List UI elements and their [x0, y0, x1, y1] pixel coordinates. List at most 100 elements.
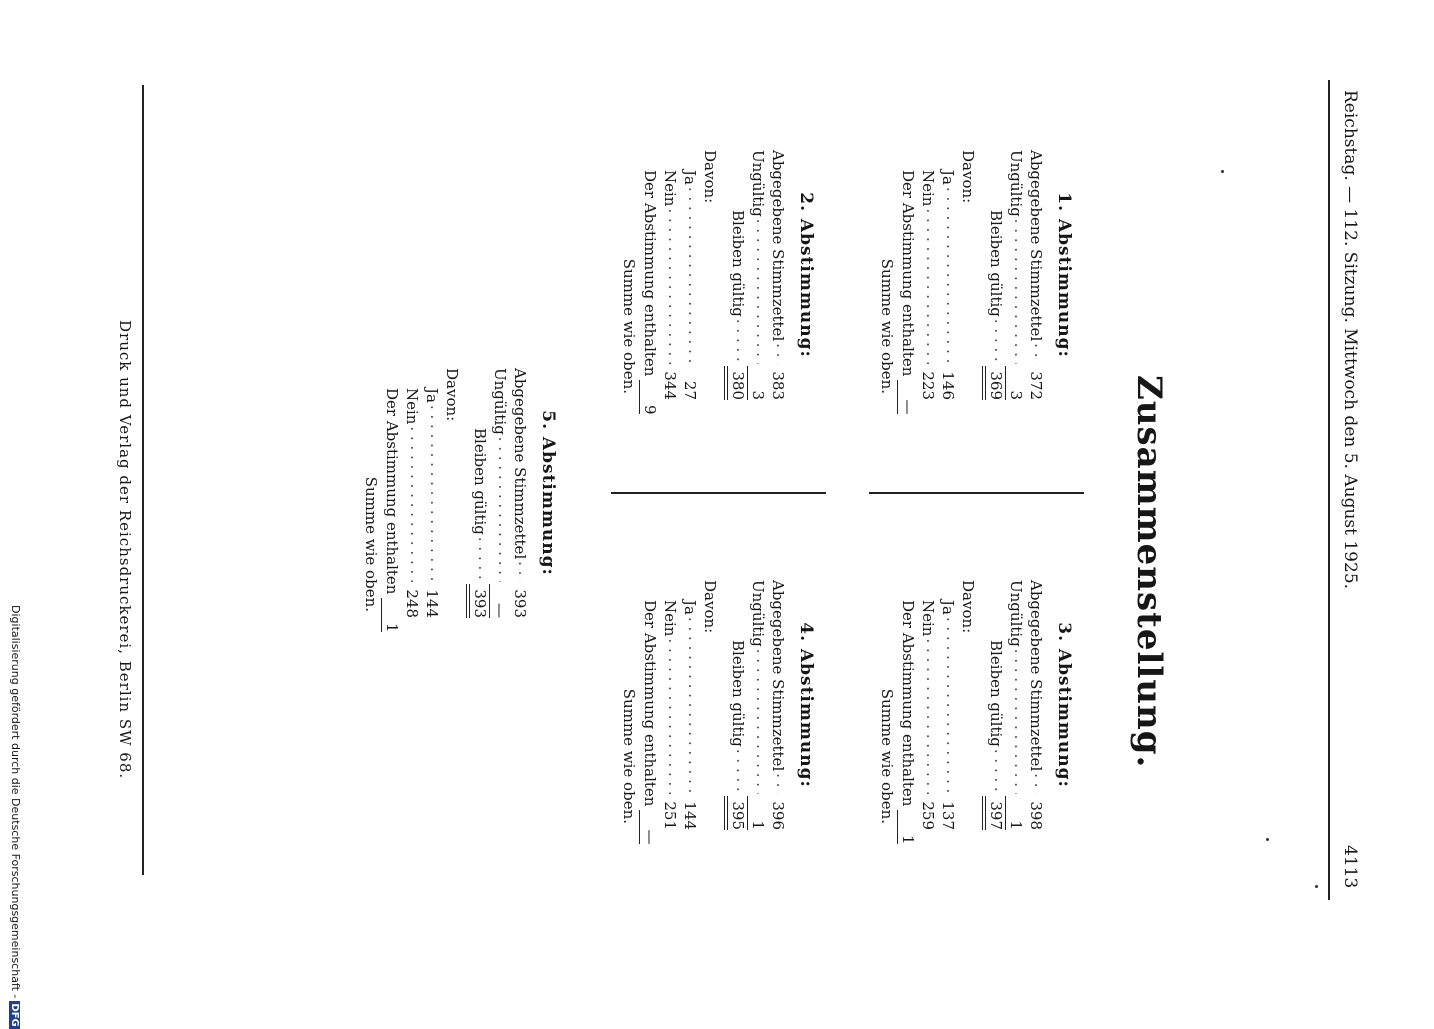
label-davon: Davon:	[443, 368, 461, 422]
page-number: 4113	[1340, 845, 1360, 889]
leader-dots	[768, 773, 788, 794]
vote-block: 4. Abstimmung: Abgegebene Stimmzettel 396…	[618, 580, 816, 845]
vote-heading: 3. Abstimmung:	[1054, 622, 1074, 788]
label-enthalten: Der Abstimmung enthalten	[899, 600, 917, 807]
vote-heading: 4. Abstimmung:	[796, 622, 816, 788]
value-enthalten: —	[639, 810, 660, 845]
leader-dots	[728, 319, 748, 364]
label-davon: Davon:	[959, 150, 977, 204]
label-ungueltig: Ungültig	[749, 150, 767, 217]
leader-dots	[490, 437, 510, 582]
leader-dots	[748, 649, 768, 794]
label-ja: Ja	[939, 600, 957, 615]
line-ja: Ja137	[938, 580, 958, 830]
leader-dots	[938, 187, 958, 364]
label-nein: Nein	[919, 170, 937, 207]
label-nein: Nein	[403, 388, 421, 425]
header-rule	[1328, 80, 1330, 900]
leader-dots	[748, 219, 768, 364]
value-abgegeben: 393	[511, 589, 529, 618]
value-abgegeben: 396	[769, 801, 787, 830]
line-enthalten: Der Abstimmung enthalten —	[639, 580, 660, 845]
label-davon: Davon:	[959, 580, 977, 634]
line-nein: Nein251	[660, 580, 680, 830]
label-ja: Ja	[939, 170, 957, 185]
label-summe: Summe wie oben.	[878, 688, 896, 824]
line-abgegeben: Abgegebene Stimmzettel383	[768, 150, 788, 400]
value-enthalten: —	[897, 380, 918, 415]
scan-speck	[1266, 838, 1269, 841]
value-ungueltig: —	[489, 584, 510, 618]
value-gueltig: 397	[982, 796, 1006, 830]
document-page: Reichstag. — 112. Sitzung. Mittwoch den …	[0, 0, 1434, 1000]
label-summe: Summe wie oben.	[362, 476, 380, 612]
column-separator	[869, 492, 1084, 494]
line-enthalten: Der Abstimmung enthalten 9	[639, 150, 660, 415]
leader-dots	[402, 426, 422, 582]
leader-dots	[660, 638, 680, 794]
label-bleiben: Bleiben gültig	[729, 640, 747, 747]
label-enthalten: Der Abstimmung enthalten	[383, 388, 401, 595]
value-ungueltig: 1	[1005, 796, 1026, 830]
digitization-note: Digitalisierung gefördert durch die Deut…	[9, 605, 22, 1029]
label-ungueltig: Ungültig	[491, 368, 509, 435]
scan-speck	[1315, 885, 1318, 888]
label-abgegeben: Abgegebene Stimmzettel	[511, 368, 529, 560]
label-enthalten: Der Abstimmung enthalten	[641, 170, 659, 377]
leader-dots	[918, 638, 938, 794]
line-ungueltig: Ungültig1	[747, 580, 768, 830]
running-head: Reichstag. — 112. Sitzung. Mittwoch den …	[1340, 90, 1360, 590]
label-abgegeben: Abgegebene Stimmzettel	[1027, 150, 1045, 342]
line-enthalten: Der Abstimmung enthalten—	[897, 150, 918, 415]
leader-dots	[470, 537, 490, 582]
label-abgegeben: Abgegebene Stimmzettel	[1027, 580, 1045, 772]
line-abgegeben: Abgegebene Stimmzettel 393	[510, 368, 530, 618]
label-bleiben: Bleiben gültig	[987, 640, 1005, 747]
value-enthalten: 1	[897, 810, 918, 845]
leader-dots	[918, 208, 938, 364]
leader-dots	[938, 617, 958, 794]
leader-dots	[422, 405, 442, 582]
line-ja: Ja27	[680, 150, 700, 400]
value-nein: 259	[919, 801, 937, 830]
line-ungueltig: Ungültig 3	[747, 150, 768, 400]
leader-dots	[1006, 219, 1026, 364]
value-ja: 144	[423, 589, 441, 618]
value-enthalten: 9	[639, 380, 660, 415]
label-ja: Ja	[423, 388, 441, 403]
label-abgegeben: Abgegebene Stimmzettel	[769, 580, 787, 772]
label-enthalten: Der Abstimmung enthalten	[641, 600, 659, 807]
line-bleiben: Bleiben gültig369	[982, 150, 1006, 400]
column-separator	[611, 492, 826, 494]
value-ungueltig: 3	[1005, 366, 1026, 400]
label-summe: Summe wie oben.	[878, 258, 896, 394]
leader-dots	[986, 749, 1006, 794]
label-abgegeben: Abgegebene Stimmzettel	[769, 150, 787, 342]
leader-dots	[680, 187, 700, 364]
label-bleiben: Bleiben gültig	[471, 428, 489, 535]
line-abgegeben: Abgegebene Stimmzettel 396	[768, 580, 788, 830]
leader-dots	[728, 749, 748, 794]
vote-heading: 5. Abstimmung:	[538, 410, 558, 576]
scan-speck	[1221, 170, 1224, 173]
line-bleiben: Bleiben gültig380	[724, 150, 748, 400]
value-ja: 27	[681, 380, 699, 400]
vote-block: 3. Abstimmung: Abgegebene Stimmzettel 398…	[876, 580, 1074, 845]
label-nein: Nein	[919, 600, 937, 637]
line-nein: Nein 259	[918, 580, 938, 830]
leader-dots	[680, 617, 700, 794]
line-abgegeben: Abgegebene Stimmzettel 372	[1026, 150, 1046, 400]
line-ja: Ja 146	[938, 150, 958, 400]
vote-block: 2. Abstimmung: Abgegebene Stimmzettel383…	[618, 150, 816, 415]
label-nein: Nein	[661, 170, 679, 207]
value-gueltig: 369	[982, 366, 1006, 400]
vote-heading: 1. Abstimmung:	[1054, 192, 1074, 358]
value-ja: 146	[939, 371, 957, 400]
label-bleiben: Bleiben gültig	[729, 210, 747, 317]
value-nein: 251	[661, 801, 679, 830]
value-abgegeben: 398	[1027, 801, 1045, 830]
value-ungueltig: 3	[747, 366, 768, 400]
label-summe: Summe wie oben.	[620, 258, 638, 394]
value-abgegeben: 372	[1027, 371, 1045, 400]
